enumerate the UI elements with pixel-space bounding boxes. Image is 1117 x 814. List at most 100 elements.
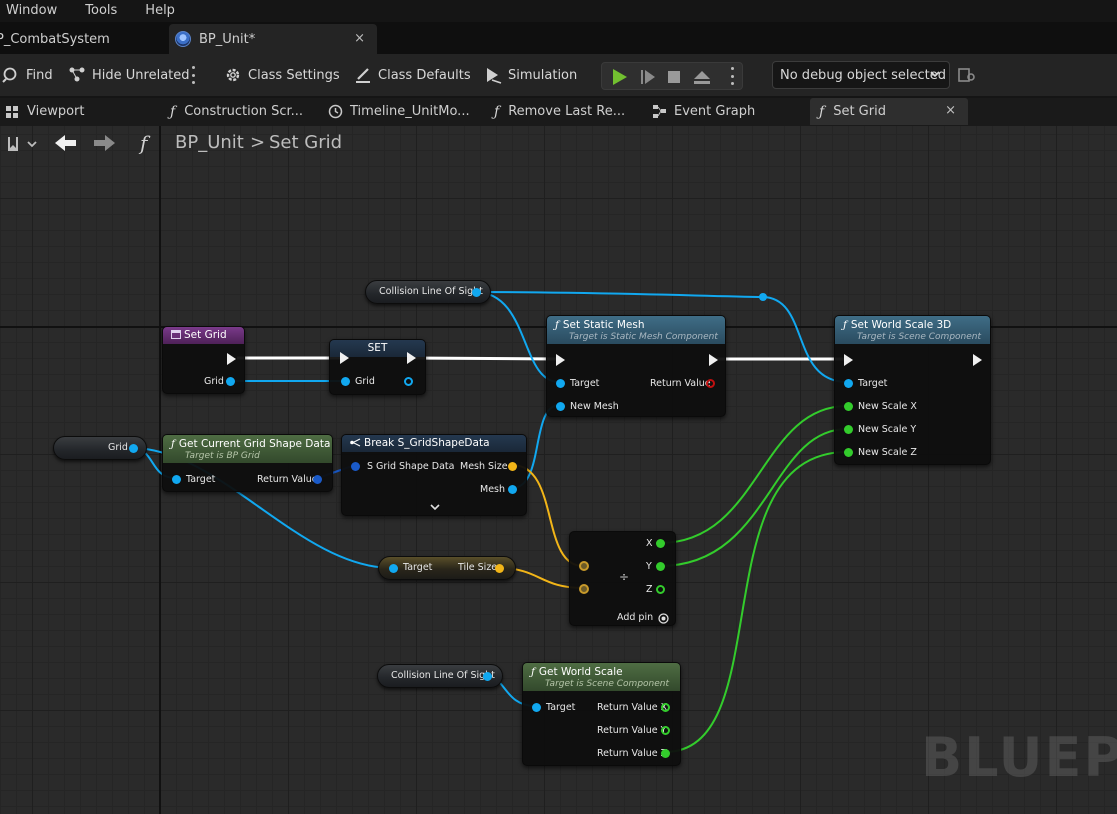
target-input-pin[interactable]	[532, 703, 541, 712]
return-x-pin[interactable]	[661, 703, 670, 712]
panel-tab-bar: Viewport ƒ Construction Scr... Timeline_…	[0, 98, 1117, 126]
resume-icon[interactable]	[638, 67, 658, 87]
exec-output-pin[interactable]	[227, 353, 236, 365]
collision-line-of-sight-getter[interactable]: Collision Line Of Sight	[365, 280, 491, 304]
return-z-pin[interactable]	[661, 749, 670, 758]
output-pin[interactable]	[129, 444, 138, 453]
function-icon: ƒ	[494, 103, 500, 120]
exec-input-pin[interactable]	[340, 352, 349, 364]
target-input-pin[interactable]	[172, 475, 181, 484]
mesh-size-pin[interactable]	[508, 462, 517, 471]
graph-origin-vertical	[159, 126, 161, 814]
function-icon: ƒ	[843, 319, 847, 331]
function-icon: ƒ	[170, 103, 176, 120]
bookmark-icon[interactable]	[6, 136, 40, 152]
float-wire	[659, 428, 848, 567]
tab-remove-last[interactable]: ƒ Remove Last Re...	[494, 103, 626, 120]
tile-size-getter-node[interactable]: Target Tile Size	[378, 556, 516, 580]
function-icon: ƒ	[171, 438, 175, 450]
breadcrumb-current: Set Grid	[269, 132, 343, 153]
tab-timeline-unit-movement[interactable]: Timeline_UnitMo...	[328, 98, 488, 125]
exec-input-pin[interactable]	[556, 354, 565, 366]
toolbar-options-icon[interactable]	[191, 66, 195, 84]
stop-icon[interactable]	[664, 67, 684, 87]
grid-icon	[6, 105, 18, 118]
target-input-pin[interactable]	[556, 379, 565, 388]
input-b-pin[interactable]	[579, 584, 589, 594]
doc-tab-combat-system[interactable]: P_CombatSystem	[0, 24, 164, 54]
play-icon[interactable]	[610, 67, 630, 87]
tab-construction-script[interactable]: ƒ Construction Scr...	[170, 103, 304, 120]
new-mesh-input-pin[interactable]	[556, 402, 565, 411]
target-input-pin[interactable]	[389, 564, 398, 573]
eject-icon[interactable]	[692, 67, 712, 87]
grid-output-pin[interactable]	[404, 377, 413, 386]
doc-tab-label: BP_Unit*	[199, 31, 256, 47]
output-pin[interactable]	[483, 672, 492, 681]
exec-output-pin[interactable]	[973, 354, 982, 366]
menu-help[interactable]: Help	[145, 2, 175, 18]
class-defaults-button[interactable]: Class Defaults	[354, 64, 471, 86]
exec-output-pin[interactable]	[709, 354, 718, 366]
grid-output-pin[interactable]	[226, 377, 235, 386]
set-grid-entry-node[interactable]: Set Grid Grid	[162, 326, 245, 394]
grid-variable-getter[interactable]: Grid	[53, 436, 147, 460]
menu-tools[interactable]: Tools	[85, 2, 118, 18]
chevron-down-icon[interactable]	[430, 503, 440, 511]
grid-input-pin[interactable]	[341, 377, 350, 386]
x-output-pin[interactable]	[656, 539, 665, 548]
return-value-pin[interactable]	[313, 475, 322, 484]
add-pin-icon[interactable]	[658, 613, 669, 624]
debug-object-select[interactable]: No debug object selected	[772, 61, 950, 89]
tab-set-grid[interactable]: ƒ Set Grid ×	[810, 98, 968, 125]
exec-input-pin[interactable]	[844, 354, 853, 366]
new-scale-z-pin[interactable]	[844, 448, 853, 457]
tile-size-output-pin[interactable]	[495, 564, 504, 573]
play-controls	[601, 62, 743, 90]
divide-vector-node[interactable]: ÷ X Y Z Add pin	[569, 531, 676, 626]
breadcrumb-root[interactable]: BP_Unit	[175, 132, 244, 153]
new-scale-y-pin[interactable]	[844, 425, 853, 434]
input-a-pin[interactable]	[579, 561, 589, 571]
hide-unrelated-button[interactable]: Hide Unrelated	[68, 64, 190, 86]
function-icon: ƒ	[531, 666, 535, 678]
simulation-icon	[487, 68, 502, 84]
blueprint-graph-canvas[interactable]: f BP_Unit > Set Grid BLUEPR Collision Li…	[0, 126, 1117, 814]
tab-event-graph[interactable]: Event Graph	[652, 98, 802, 125]
collision-line-of-sight-getter[interactable]: Collision Line Of Sight	[377, 664, 503, 688]
mesh-pin[interactable]	[508, 485, 517, 494]
find-button[interactable]: Find	[2, 64, 53, 86]
new-scale-x-pin[interactable]	[844, 402, 853, 411]
break-grid-shape-data-node[interactable]: Break S_GridShapeData S Grid Shape Data …	[341, 434, 527, 516]
menu-window[interactable]: Window	[6, 2, 58, 18]
output-pin[interactable]	[472, 288, 481, 297]
break-struct-icon	[350, 438, 361, 447]
close-icon[interactable]: ×	[354, 31, 365, 46]
return-y-pin[interactable]	[661, 726, 670, 735]
debug-filter-icon[interactable]	[958, 66, 976, 84]
y-output-pin[interactable]	[656, 562, 665, 571]
simulation-button[interactable]: Simulation	[484, 64, 577, 86]
set-variable-node[interactable]: SET Grid	[329, 339, 426, 395]
add-pin-button[interactable]: Add pin	[617, 612, 654, 623]
tab-viewport[interactable]: Viewport	[5, 98, 155, 125]
return-value-pin[interactable]	[706, 379, 715, 388]
divide-symbol: ÷	[619, 570, 630, 584]
play-options-icon[interactable]	[730, 67, 734, 85]
class-settings-button[interactable]: Class Settings	[224, 64, 340, 86]
back-arrow-icon[interactable]	[55, 134, 77, 152]
z-output-pin[interactable]	[656, 585, 665, 594]
close-icon[interactable]: ×	[945, 103, 956, 118]
target-input-pin[interactable]	[844, 379, 853, 388]
forward-arrow-icon[interactable]	[93, 134, 115, 152]
exec-output-pin[interactable]	[407, 352, 416, 364]
menu-bar: Window Tools Help	[0, 0, 1117, 20]
doc-tab-bp-unit[interactable]: BP_Unit* ×	[169, 24, 377, 54]
struct-input-pin[interactable]	[351, 462, 360, 471]
